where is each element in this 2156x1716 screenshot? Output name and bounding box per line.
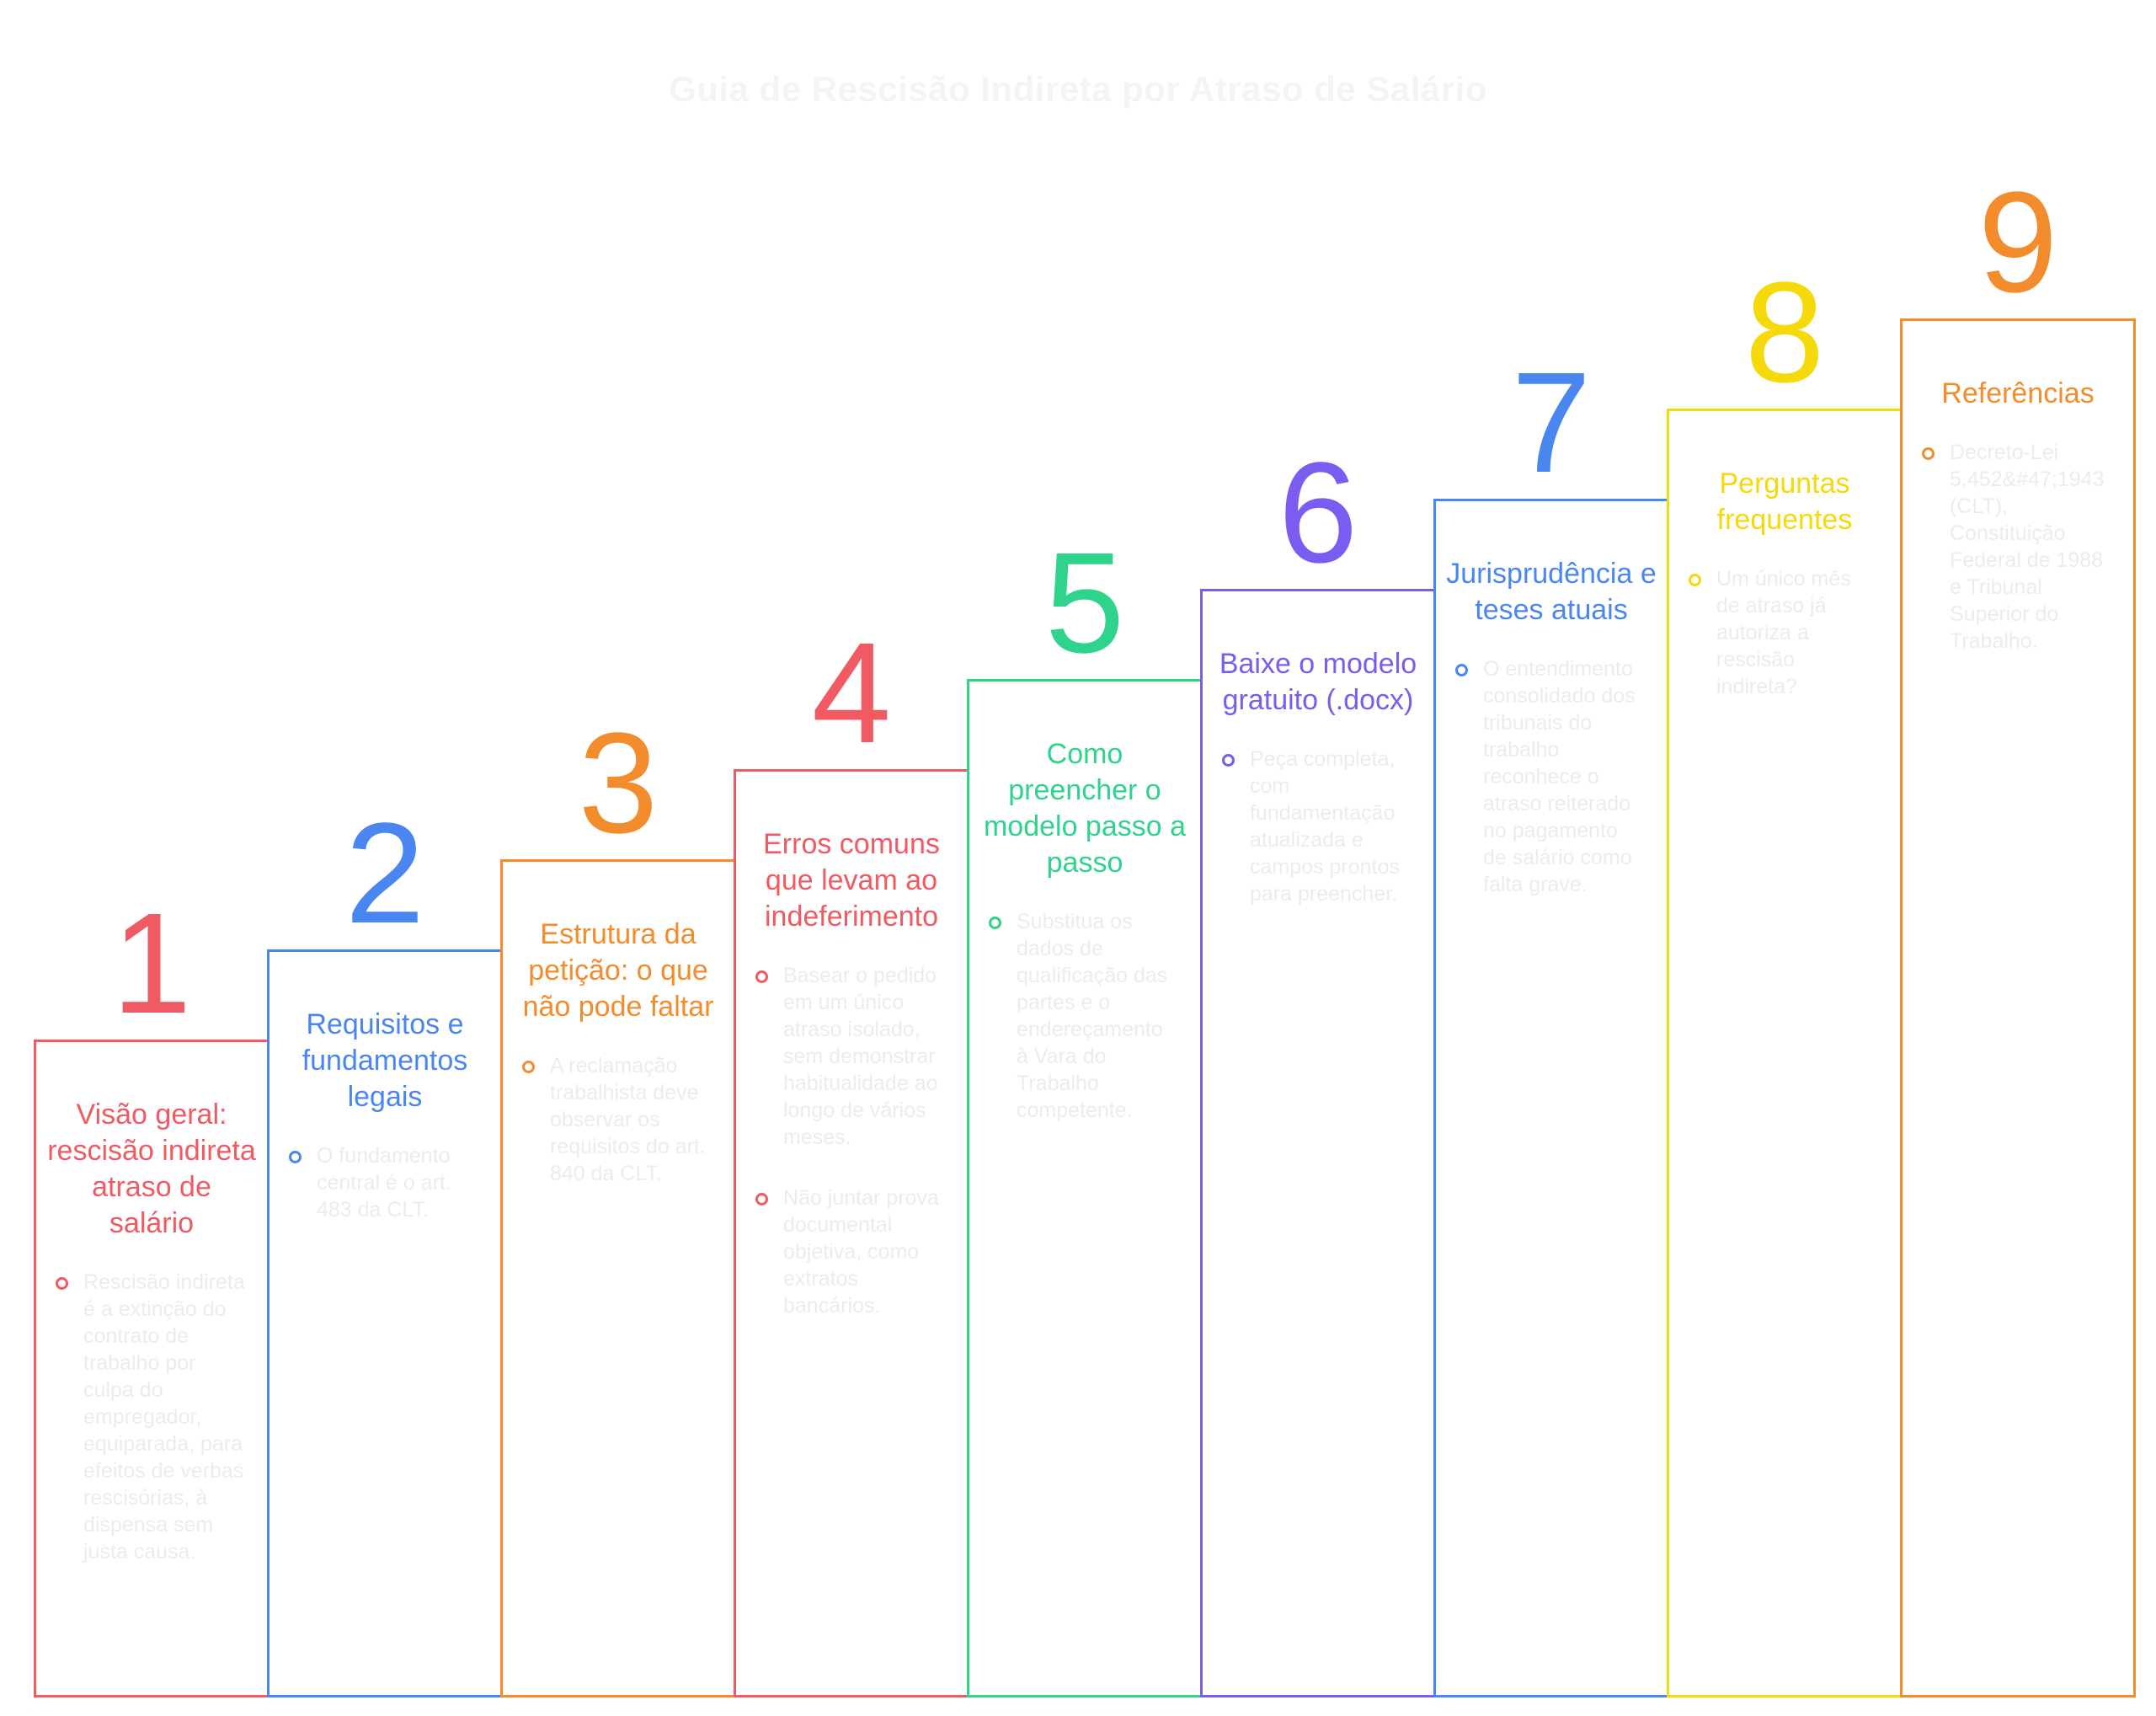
step-bullet: Decreto-Lei 5.452&#47;1943 (CLT), Consti… <box>1922 439 2113 655</box>
step-number-1: 1 <box>111 884 192 1044</box>
step-bullet: Substitua os dados de qualificação das p… <box>989 908 1180 1124</box>
step-box-3: Estrutura da petição: o que não pode fal… <box>500 859 736 1697</box>
bullet-text: O fundamento central é o art. 483 da CLT… <box>317 1144 451 1222</box>
step-bullet: Peça completa, com fundamentação atualiz… <box>1222 746 1413 907</box>
bullet-text: Peça completa, com fundamentação atualiz… <box>1250 747 1400 906</box>
bullet-circle-icon <box>1922 447 1935 460</box>
step-heading: Visão geral: rescisão indireta atraso de… <box>47 1099 256 1239</box>
step-number-8: 8 <box>1744 253 1825 413</box>
step-bullet: Um único mês de atraso já autoriza a res… <box>1689 565 1880 700</box>
bullet-circle-icon <box>755 1193 768 1205</box>
step-heading: Perguntas frequentes <box>1716 468 1853 536</box>
step-number-5: 5 <box>1044 523 1125 683</box>
step-heading: Erros comuns que levam ao indeferimento <box>763 828 940 933</box>
bullet-circle-icon <box>1689 574 1701 586</box>
bullet-text: Não juntar prova documental objetiva, co… <box>783 1186 939 1318</box>
step-box-1: Visão geral: rescisão indireta atraso de… <box>34 1040 270 1697</box>
step-box-6: Baixe o modelo gratuito (.docx) Peça comp… <box>1200 589 1436 1697</box>
step-number-2: 2 <box>344 794 425 954</box>
step-box-8: Perguntas frequentes Um único mês de atra… <box>1667 409 1903 1697</box>
bullet-circle-icon <box>522 1061 535 1073</box>
step-bullet: O fundamento central é o art. 483 da CLT… <box>289 1142 480 1223</box>
bullet-circle-icon <box>1222 754 1235 767</box>
bullet-text: Basear o pedido em um único atraso isola… <box>783 964 938 1149</box>
bullet-text: Rescisão indireta é a extinção do contra… <box>83 1270 245 1564</box>
step-number-4: 4 <box>811 613 892 773</box>
bullet-circle-icon <box>1455 664 1468 676</box>
bullet-text: A reclamação trabalhista deve observar o… <box>550 1054 706 1185</box>
step-number-7: 7 <box>1511 343 1592 503</box>
step-number-6: 6 <box>1278 433 1358 593</box>
bullet-text: Um único mês de atraso já autoriza a res… <box>1716 567 1851 698</box>
step-box-2: Requisitos e fundamentos legais O fundame… <box>267 949 503 1697</box>
step-heading: Estrutura da petição: o que não pode fal… <box>522 918 714 1023</box>
bullet-circle-icon <box>289 1151 302 1163</box>
step-heading: Como preencher o modelo passo a passo <box>983 738 1187 879</box>
diagram-title: Guia de Rescisão Indireta por Atraso de … <box>669 69 1487 109</box>
step-heading: Baixe o modelo gratuito (.docx) <box>1219 648 1417 716</box>
step-heading: Requisitos e fundamentos legais <box>302 1008 468 1113</box>
bullet-text: Substitua os dados de qualificação das p… <box>1017 910 1168 1122</box>
step-heading: Jurisprudência e teses atuais <box>1446 558 1657 626</box>
bullet-text: O entendimento consolidado dos tribunais… <box>1483 657 1636 896</box>
bullet-circle-icon <box>56 1277 68 1290</box>
bullet-text: Decreto-Lei 5.452&#47;1943 (CLT), Consti… <box>1950 441 2105 653</box>
step-bullet: Basear o pedido em um único atraso isola… <box>755 962 947 1151</box>
step-heading: Referências <box>1941 377 2095 409</box>
step-bullet: O entendimento consolidado dos tribunais… <box>1455 655 1646 898</box>
step-bullet: Não juntar prova documental objetiva, co… <box>755 1184 947 1319</box>
step-box-7: Jurisprudência e teses atuais O entendime… <box>1433 499 1669 1697</box>
step-bullet: A reclamação trabalhista deve observar o… <box>522 1052 713 1187</box>
step-number-9: 9 <box>1977 163 2058 323</box>
step-number-3: 3 <box>578 703 659 863</box>
bullet-circle-icon <box>989 917 1001 929</box>
bullet-circle-icon <box>755 970 768 983</box>
step-bullet: Rescisão indireta é a extinção do contra… <box>56 1269 247 1565</box>
